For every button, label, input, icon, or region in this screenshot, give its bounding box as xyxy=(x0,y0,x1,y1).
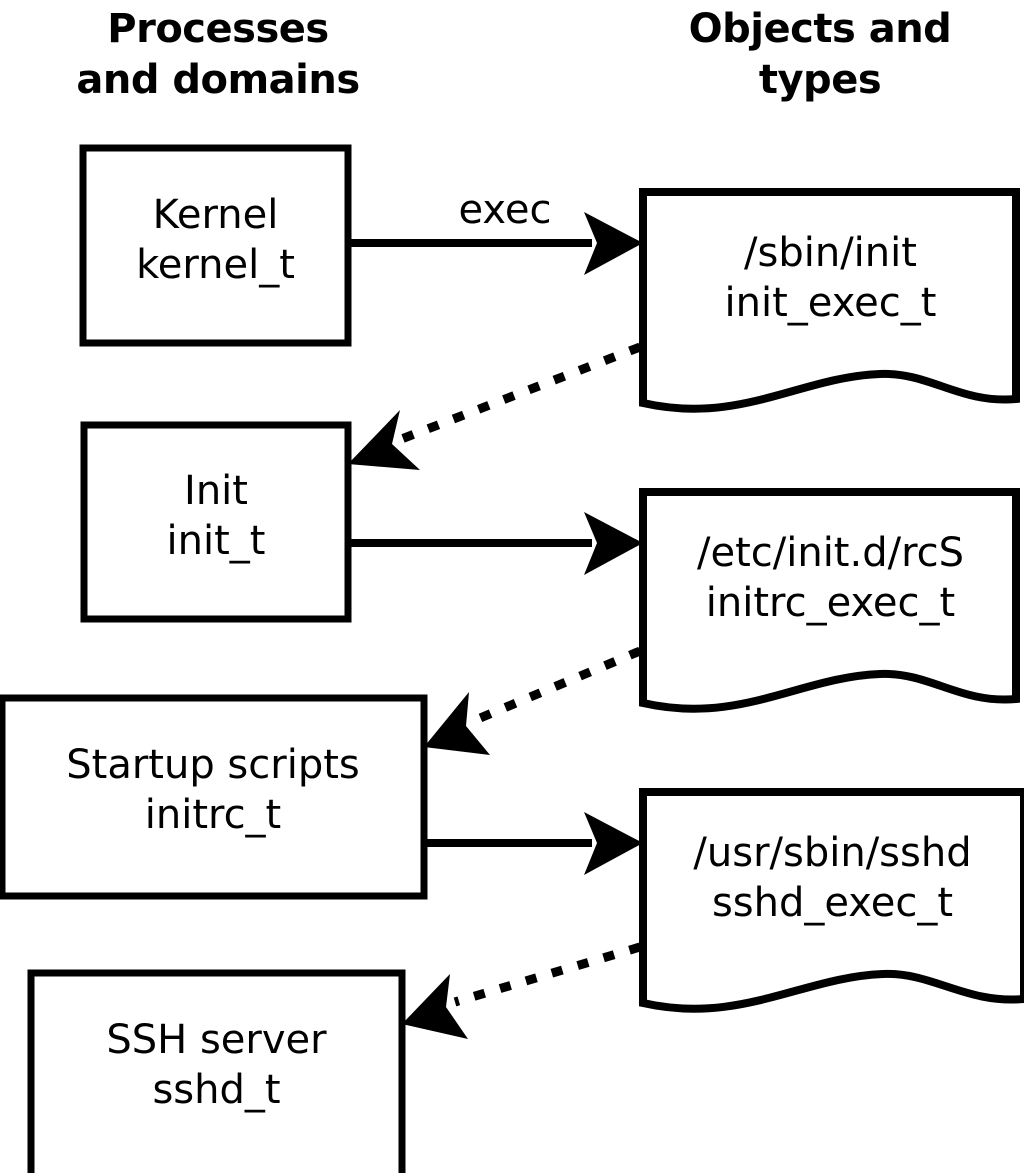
edge-initrc-transition xyxy=(424,646,642,755)
column-header-processes: Processes and domains xyxy=(76,6,360,104)
object-shape-sshd-exec[interactable] xyxy=(639,788,1024,1013)
edge-sshd-transition xyxy=(402,942,642,1039)
domain-box-initrc[interactable] xyxy=(0,694,428,900)
domain-box-kernel[interactable] xyxy=(79,144,352,347)
edge-initrc-exec-sshd xyxy=(424,812,643,875)
domain-box-sshd[interactable] xyxy=(27,969,406,1173)
edge-init-exec-initrc xyxy=(348,512,643,575)
object-shape-init-exec[interactable] xyxy=(639,188,1020,413)
edge-kernel-exec-init xyxy=(348,212,643,275)
edge-init-exec-transition xyxy=(348,342,642,470)
column-header-objects: Objects and types xyxy=(688,6,952,104)
domain-box-init[interactable] xyxy=(80,421,352,623)
object-shape-initrc-exec[interactable] xyxy=(639,488,1020,713)
